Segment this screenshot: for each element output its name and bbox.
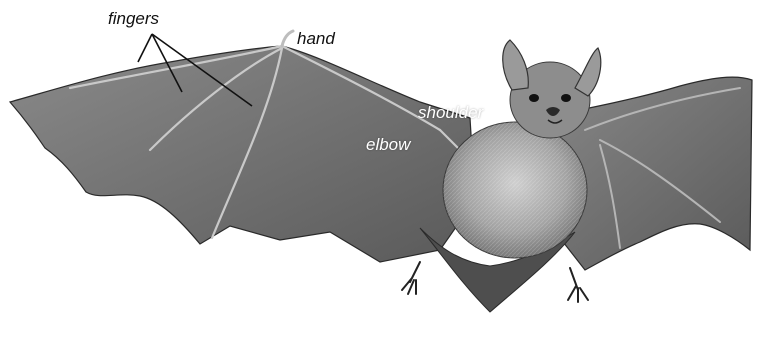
label-elbow: elbow	[366, 136, 410, 153]
left-wing-membrane	[10, 46, 475, 262]
label-hand: hand	[297, 30, 335, 47]
label-fingers: fingers	[108, 10, 159, 27]
thumb-claw	[282, 31, 293, 46]
label-shoulder: shoulder	[418, 104, 483, 121]
right-ear	[575, 48, 601, 96]
left-ear	[503, 40, 529, 90]
